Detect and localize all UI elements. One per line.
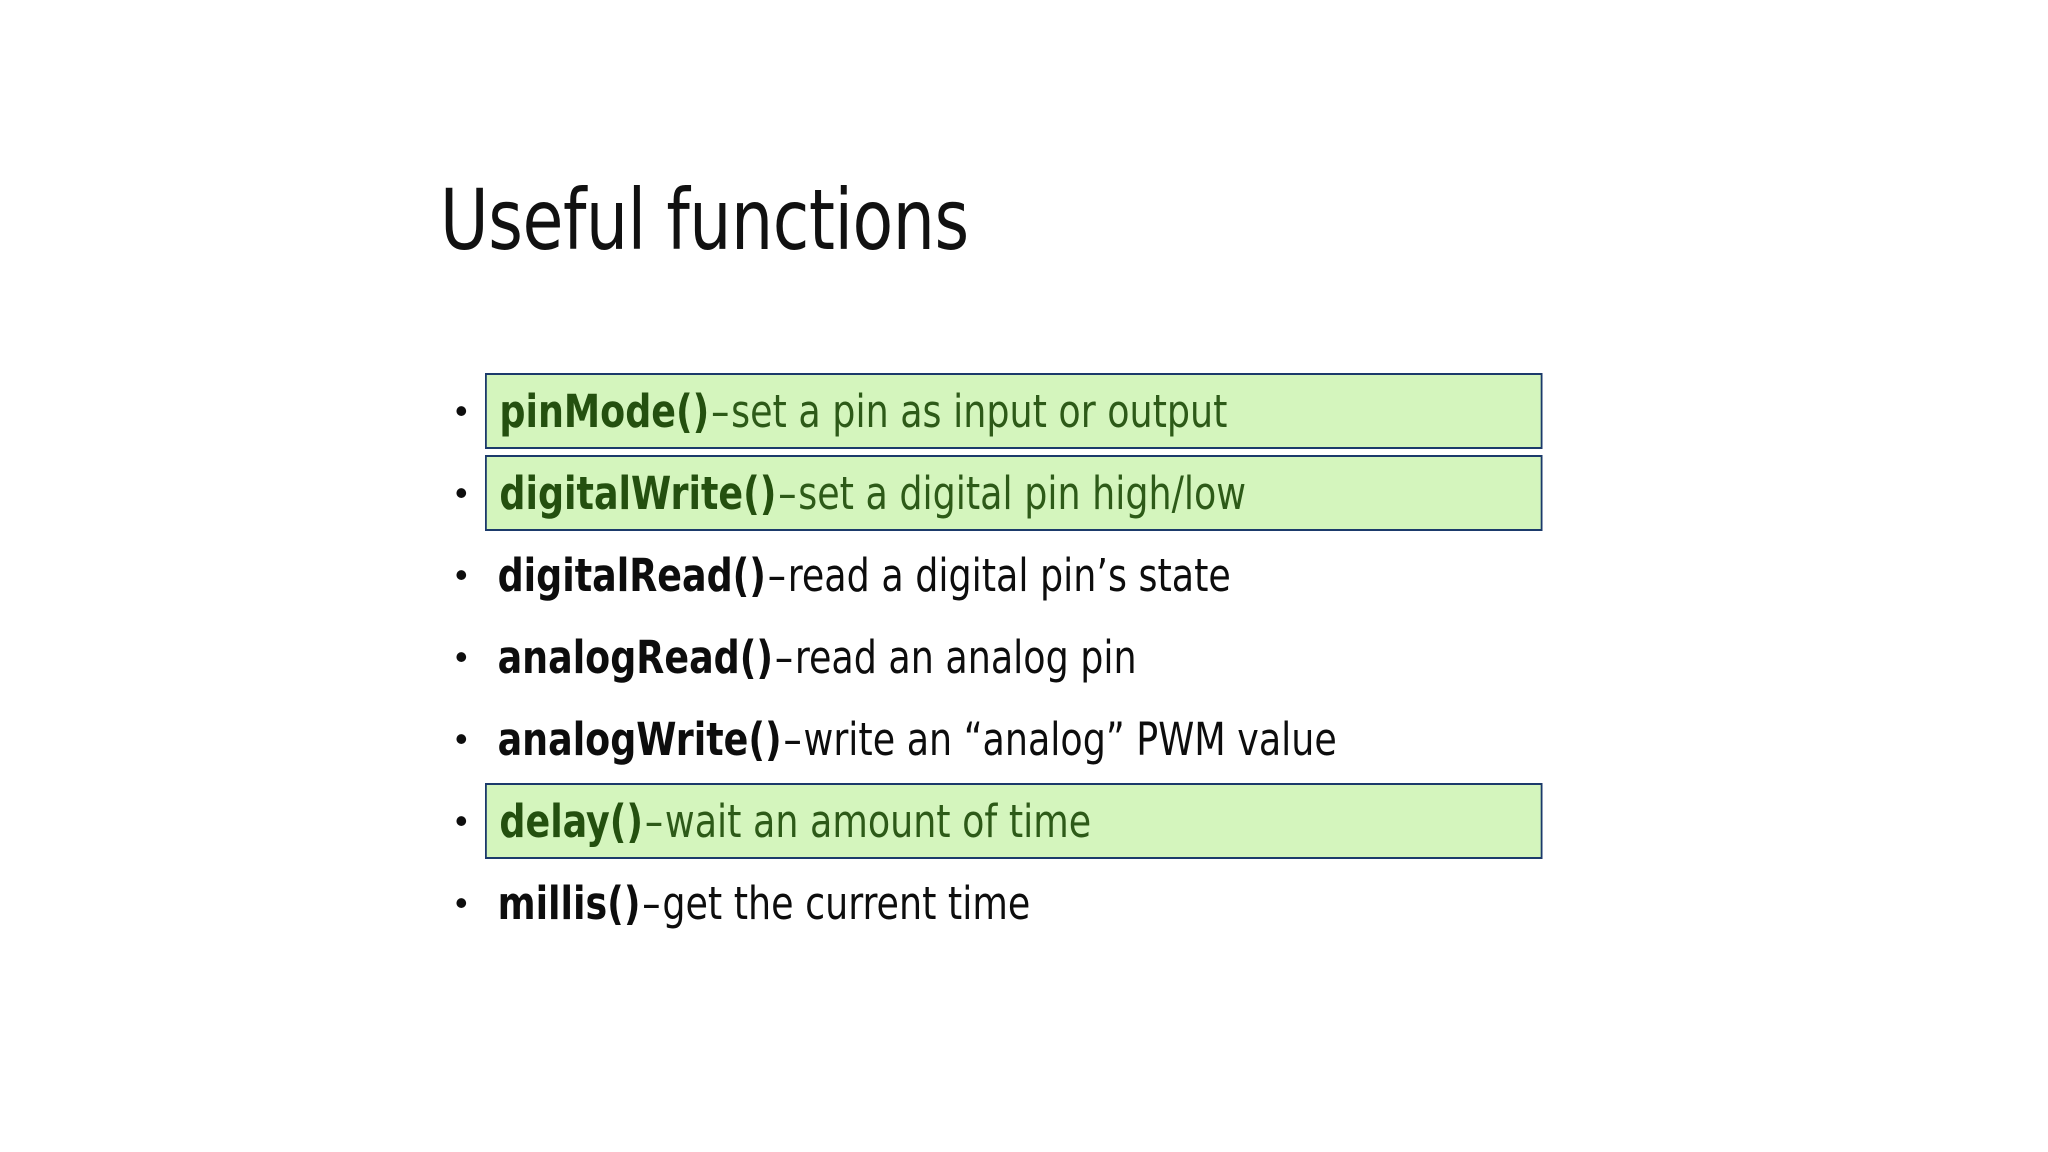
function-name: analogWrite() [497, 712, 782, 766]
function-name: delay() [499, 794, 644, 848]
bullet-text: analogRead() – read an analog pin [485, 619, 1149, 695]
bullet-list: • pinMode() – set a pin as input or outpu… [455, 370, 1655, 944]
bullet-row: • millis() – get the current time [455, 862, 1655, 944]
bullet-text-highlighted: digitalWrite() – set a digital pin high/… [485, 455, 1543, 531]
bullet-point-icon: • [455, 390, 468, 431]
bullet-text: analogWrite() – write an “analog” PWM va… [485, 701, 1349, 777]
function-description: read an analog pin [794, 630, 1137, 684]
bullet-row: • digitalWrite() – set a digital pin high… [455, 452, 1655, 534]
bullet-point-icon: • [455, 636, 468, 677]
dash-separator: – [644, 794, 664, 848]
bullet-text: digitalRead() – read a digital pin’s sta… [485, 537, 1243, 613]
page-title: Useful functions [440, 171, 969, 269]
function-name: digitalWrite() [499, 466, 777, 520]
function-description: wait an amount of time [664, 794, 1092, 848]
function-description: write an “analog” PWM value [803, 712, 1337, 766]
function-description: get the current time [662, 876, 1031, 930]
function-description: set a digital pin high/low [798, 466, 1247, 520]
bullet-row: • analogWrite() – write an “analog” PWM v… [455, 698, 1655, 780]
function-description: set a pin as input or output [731, 384, 1228, 438]
bullet-point-icon: • [455, 472, 468, 513]
dash-separator: – [767, 548, 786, 602]
bullet-point-icon: • [455, 800, 468, 841]
bullet-row: • delay() – wait an amount of time [455, 780, 1655, 862]
function-name: millis() [497, 876, 641, 930]
function-description: read a digital pin’s state [787, 548, 1231, 602]
bullet-point-icon: • [455, 554, 468, 595]
bullet-text: millis() – get the current time [485, 865, 1043, 941]
dash-separator: – [783, 712, 802, 766]
bullet-point-icon: • [455, 718, 468, 759]
dash-separator: – [778, 466, 797, 520]
bullet-row: • digitalRead() – read a digital pin’s st… [455, 534, 1655, 616]
function-name: analogRead() [497, 630, 774, 684]
bullet-row: • pinMode() – set a pin as input or outpu… [455, 370, 1655, 452]
dash-separator: – [774, 630, 794, 684]
function-name: pinMode() [499, 384, 710, 438]
bullet-point-icon: • [455, 882, 468, 923]
bullet-row: • analogRead() – read an analog pin [455, 616, 1655, 698]
bullet-text-highlighted: delay() – wait an amount of time [485, 783, 1543, 859]
bullet-text-highlighted: pinMode() – set a pin as input or output [485, 373, 1543, 449]
dash-separator: – [711, 384, 730, 438]
dash-separator: – [642, 876, 661, 930]
function-name: digitalRead() [497, 548, 766, 602]
